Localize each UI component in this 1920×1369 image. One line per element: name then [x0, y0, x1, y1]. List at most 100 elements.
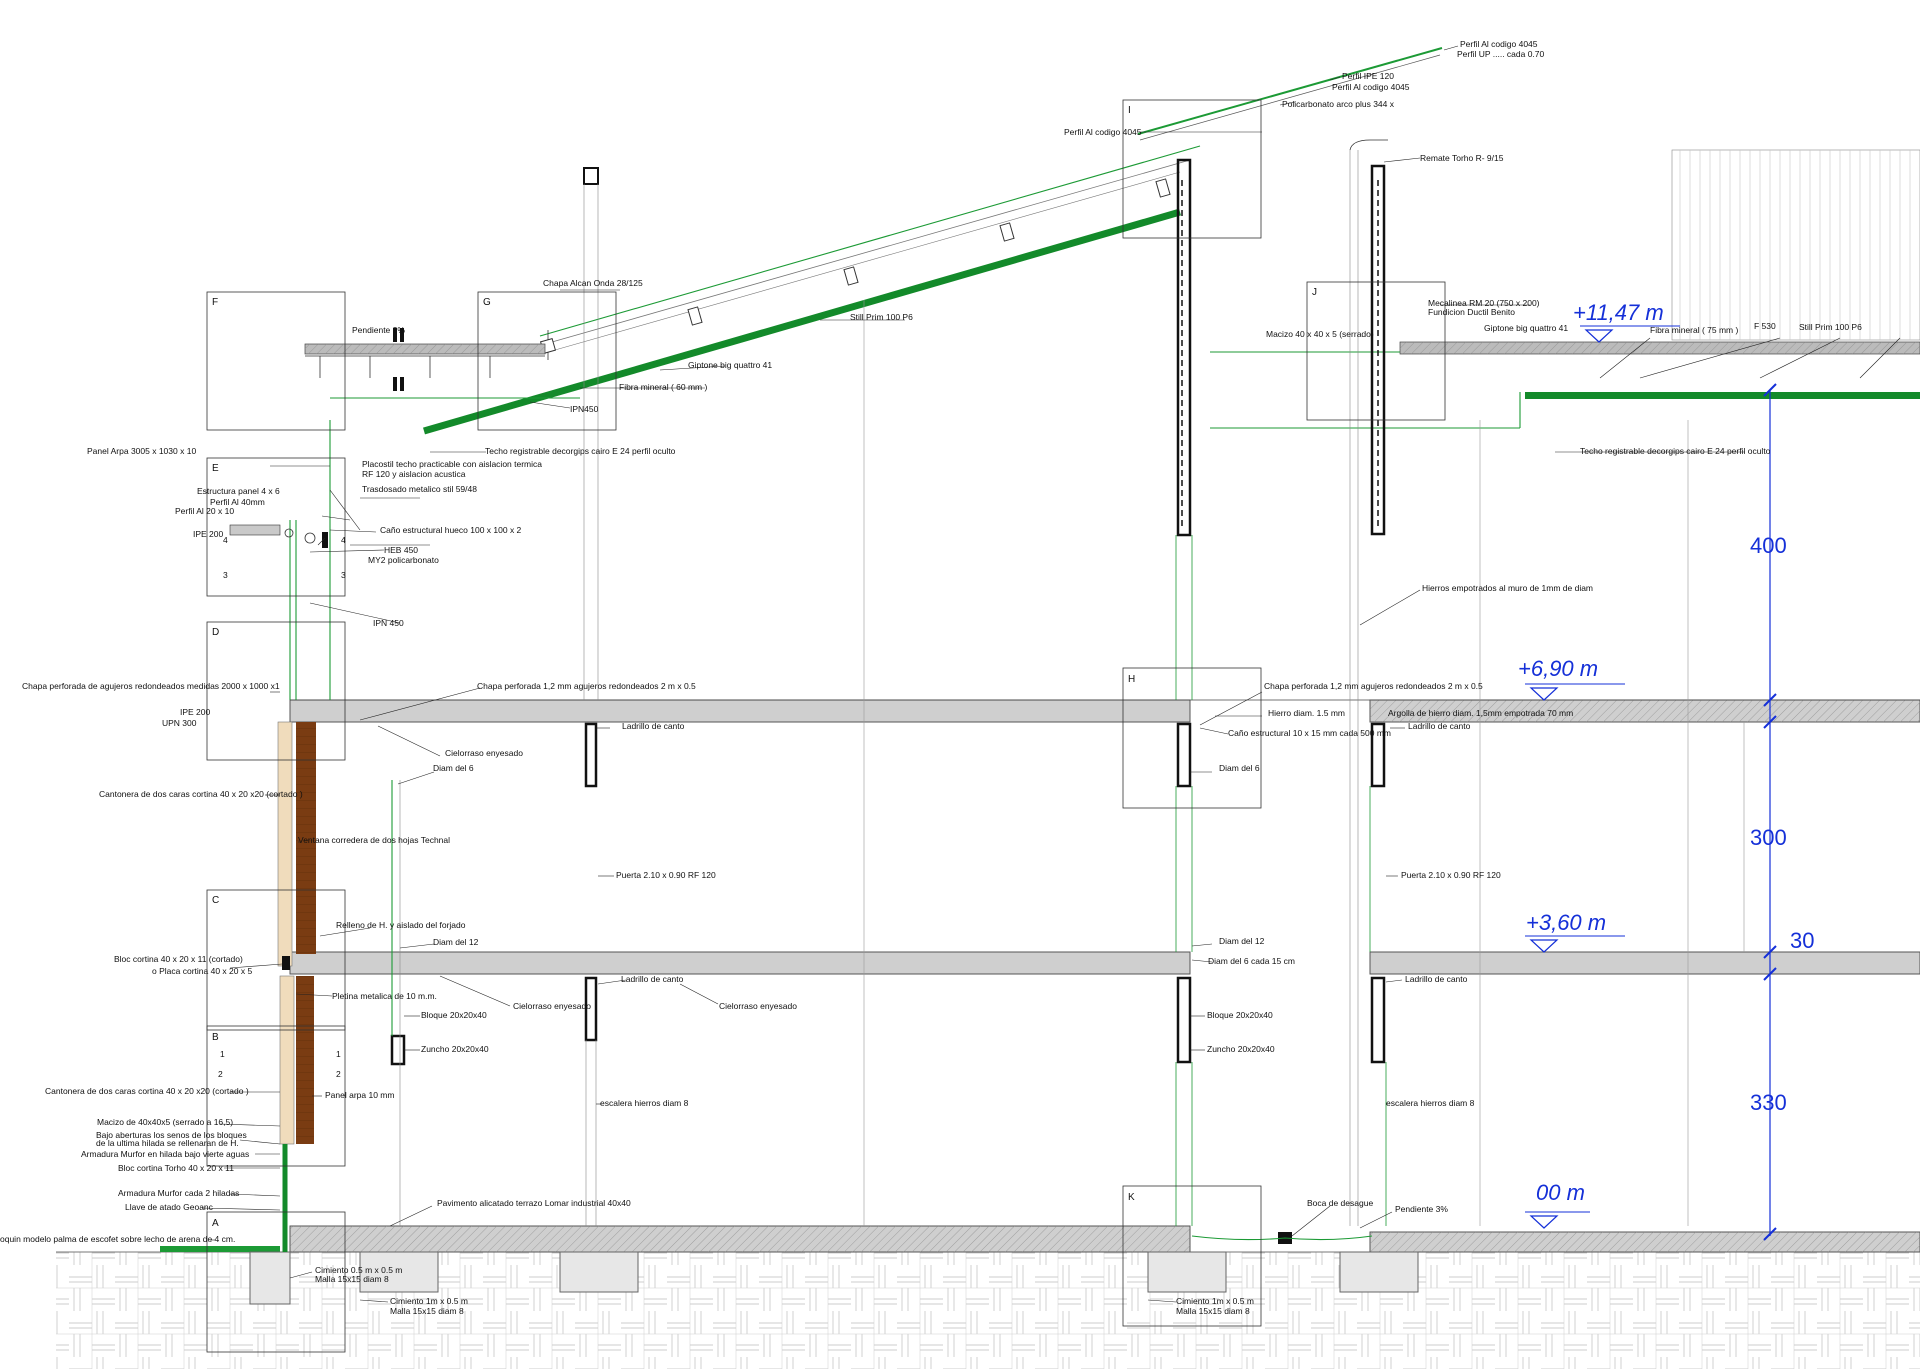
detail-box-label: H — [1128, 674, 1135, 685]
section-mark: 1 — [336, 1049, 341, 1059]
annotations: Perfil Al codigo 4045 Perfil UP ..... ca… — [0, 39, 1862, 1316]
section-marks: 1 1 2 2 3 3 4 4 — [218, 535, 346, 1079]
annotation: Diam del 6 cada 15 cm — [1208, 956, 1295, 966]
detail-box-label: C — [212, 895, 219, 906]
annotation: Bajo aberturas los senos de los bloques — [96, 1130, 247, 1140]
annotation: IPN450 — [570, 404, 599, 414]
flat-roof-left — [304, 328, 580, 399]
detail-box-A: A — [206, 1211, 346, 1353]
detail-box-E: E — [206, 457, 346, 597]
detail-box-label: G — [483, 297, 491, 308]
dimension-label: 300 — [1750, 825, 1787, 850]
annotation: Relleno de H. y aislado del forjado — [336, 920, 466, 930]
annotation: oquin modelo palma de escofet sobre lech… — [0, 1234, 235, 1244]
annotation: Perfil Al 40mm — [210, 497, 265, 507]
annotation: Ventana corredera de dos hojas Technal — [298, 835, 450, 845]
annotation: Giptone big quattro 41 — [1484, 323, 1568, 333]
annotation: Chapa Alcan Onda 28/125 — [543, 278, 643, 288]
annotation: Ladrillo de canto — [1405, 974, 1468, 984]
annotation: Hierros empotrados al muro de 1mm de dia… — [1422, 583, 1593, 593]
annotation: Macizo 40 x 40 x 5 (serrado) — [1266, 329, 1374, 339]
annotation: Ladrillo de canto — [622, 721, 685, 731]
annotation: Diam del 6 — [433, 763, 474, 773]
annotation: Argolla de hierro diam. 1,5mm empotrada … — [1388, 708, 1573, 718]
detail-box-F: F — [206, 291, 346, 431]
annotation: IPE 200 — [193, 529, 224, 539]
detail-box-label: I — [1128, 105, 1131, 116]
detail-box-B: B — [206, 1025, 346, 1167]
annotation: escalera hierros diam 8 — [600, 1098, 689, 1108]
annotation: Malla 15x15 diam 8 — [315, 1274, 389, 1284]
annotation: Perfil Al codigo 4045 — [1332, 82, 1410, 92]
interior-walls — [390, 139, 1745, 1244]
annotation: Ladrillo de canto — [621, 974, 684, 984]
annotation: Perfil Al codigo 4045 — [1064, 127, 1142, 137]
annotation: Chapa perforada de agujeros redondeados … — [22, 681, 280, 691]
annotation: Boca de desague — [1307, 1198, 1373, 1208]
dimension-label: 330 — [1750, 1090, 1787, 1115]
annotation: Caño estructural 10 x 15 mm cada 500 mm — [1228, 728, 1391, 738]
annotation: Pavimento alicatado terrazo Lomar indust… — [437, 1198, 631, 1208]
annotation: Policarbonato arco plus 344 x — [1282, 99, 1395, 109]
annotation: Chapa perforada 1,2 mm agujeros redondea… — [1264, 681, 1483, 691]
section-mark: 4 — [341, 535, 346, 545]
annotation: Still Prim 100 P6 — [850, 312, 913, 322]
annotation: Techo registrable decorgips cairo E 24 p… — [485, 446, 676, 456]
annotation: de la ultima hilada se rellenaran de H. — [96, 1138, 239, 1148]
level-label: 00 m — [1536, 1180, 1585, 1205]
annotation: Puerta 2.10 x 0.90 RF 120 — [1401, 870, 1501, 880]
annotation: Estructura panel 4 x 6 — [197, 486, 280, 496]
annotation: Bloque 20x20x40 — [1207, 1010, 1273, 1020]
level-label: +6,90 m — [1518, 656, 1598, 681]
detail-box-G: G — [477, 291, 617, 431]
detail-box-I: I — [1122, 99, 1262, 239]
annotation: IPE 200 — [180, 707, 211, 717]
annotation: Fibra mineral ( 75 mm ) — [1650, 325, 1738, 335]
annotation: Fundicion Ductil Benito — [1428, 307, 1515, 317]
detail-box-label: E — [212, 463, 219, 474]
annotation: Placostil techo practicable con aislacio… — [362, 459, 542, 469]
annotation: Cimiento 1m x 0.5 m — [390, 1296, 468, 1306]
annotation: o Placa cortina 40 x 20 x 5 — [152, 966, 252, 976]
annotation: Bloc cortina 40 x 20 x 11 (cortado) — [114, 954, 243, 964]
section-mark: 4 — [223, 535, 228, 545]
annotation: Cimiento 0.5 m x 0.5 m — [315, 1265, 402, 1275]
annotation: Perfil UP ..... cada 0.70 — [1457, 49, 1545, 59]
detail-box-label: J — [1312, 287, 1317, 298]
annotation: escalera hierros diam 8 — [1386, 1098, 1475, 1108]
detail-box-label: A — [212, 1218, 219, 1229]
flat-roof-right — [1210, 149, 1920, 429]
section-mark: 2 — [218, 1069, 223, 1079]
annotation: Armadura Murfor en hilada bajo vierte ag… — [81, 1149, 249, 1159]
level-label: +3,60 m — [1526, 910, 1606, 935]
annotation: Giptone big quattro 41 — [688, 360, 772, 370]
section-mark: 1 — [220, 1049, 225, 1059]
annotation: HEB 450 — [384, 545, 418, 555]
annotation: Cantonera de dos caras cortina 40 x 20 x… — [99, 789, 303, 799]
slab-level-690 — [289, 699, 1920, 723]
leader-lines — [201, 45, 1901, 1303]
annotation: Zuncho 20x20x40 — [421, 1044, 489, 1054]
detail-box-label: B — [212, 1032, 219, 1043]
annotation: Hierro diam. 1.5 mm — [1268, 708, 1345, 718]
annotation: Ladrillo de canto — [1408, 721, 1471, 731]
annotation: Macizo de 40x40x5 (serrado a 16,5) — [97, 1117, 233, 1127]
annotation: Cimiento 1m x 0.5 m — [1176, 1296, 1254, 1306]
annotation: Pendiente 3% — [1395, 1204, 1448, 1214]
annotation: Techo registrable decorgips cairo E 24 p… — [1580, 446, 1771, 456]
annotation: Chapa perforada 1,2 mm agujeros redondea… — [477, 681, 696, 691]
level-label: +11,47 m — [1573, 300, 1664, 325]
annotation: Diam del 6 — [1219, 763, 1260, 773]
annotation: Puerta 2.10 x 0.90 RF 120 — [616, 870, 716, 880]
dimension-label: 30 — [1790, 928, 1814, 953]
annotation: Cielorraso enyesado — [719, 1001, 797, 1011]
dimension-line — [1763, 383, 1777, 1241]
annotation: MY2 policarbonato — [368, 555, 439, 565]
annotation: Diam del 12 — [433, 937, 479, 947]
annotation: Panel Arpa 3005 x 1030 x 10 — [87, 446, 196, 456]
annotation: Bloc cortina Torho 40 x 20 x 11 — [118, 1163, 234, 1173]
annotation: Cielorraso enyesado — [513, 1001, 591, 1011]
annotation: Perfil IPE 120 — [1342, 71, 1394, 81]
annotation: RF 120 y aislacion acustica — [362, 469, 466, 479]
